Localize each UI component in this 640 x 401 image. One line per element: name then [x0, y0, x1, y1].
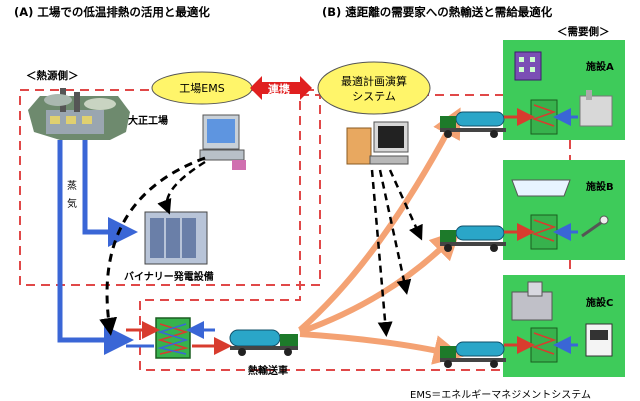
tank-truck-icon: [229, 329, 298, 356]
control-arrow-opt-c: [370, 169, 393, 337]
heat-source-side-label: ＜熱源側＞: [26, 70, 79, 82]
transport-arrow-c: [299, 331, 464, 365]
dryer-icon: [585, 323, 613, 357]
hospital-icon: [511, 281, 553, 321]
demand-side-label: ＜需要側＞: [557, 26, 610, 38]
control-arrow-ems-binary: [157, 160, 206, 215]
steam-pipe-to-exchanger: [57, 140, 134, 355]
server-rack-icon: [144, 211, 208, 265]
shower-icon: [581, 215, 609, 238]
transport-arrow-b: [298, 229, 461, 335]
transport-label: 熱輸送車: [248, 366, 288, 377]
facility-a-label: 施設A: [586, 62, 614, 73]
facility-c-label: 施設C: [586, 298, 614, 309]
optimizer-label: 最適計画演算システム: [341, 75, 407, 103]
optimizer-oval: [317, 61, 431, 115]
heat-exchanger-icon: [530, 327, 558, 363]
control-arrow-opt-b: [378, 169, 412, 295]
tank-truck-icon: [440, 111, 506, 138]
factory-ems-label: 工場EMS: [179, 82, 225, 95]
factory-name: 大正工場: [128, 116, 168, 127]
double-arrow-icon: [250, 76, 312, 100]
control-arrow-opt-a: [388, 169, 423, 241]
link-badge: 連携: [268, 83, 290, 96]
heat-exchanger-icon: [530, 99, 558, 135]
section-b-title: (B) 遠距離の需要家への熱輸送と需給最適化: [322, 5, 553, 19]
tank-truck-icon: [440, 341, 506, 368]
computer-icon: [199, 114, 246, 170]
computer-icon: [346, 121, 409, 165]
binary-power-label: バイナリー発電設備: [124, 272, 214, 283]
heat-exchanger-icon: [155, 317, 191, 359]
heat-exchanger-icon: [530, 214, 558, 250]
factory-icon: [579, 90, 613, 127]
footnote: EMS＝エネルギーマネジメントシステム: [410, 390, 591, 401]
factory-icon: [28, 88, 130, 140]
bathtub-icon: [511, 179, 571, 197]
facility-b-label: 施設B: [586, 182, 614, 193]
steam-pipe-to-binary: [82, 140, 138, 247]
control-arrow-ems-exchanger: [99, 156, 206, 336]
section-a-title: (A) 工場での低温排熱の活用と最適化: [14, 5, 210, 19]
facility-b-panel: [503, 160, 625, 260]
steam-label: 蒸気: [67, 181, 77, 210]
tank-truck-icon: [440, 225, 506, 252]
building-icon: [514, 51, 542, 81]
